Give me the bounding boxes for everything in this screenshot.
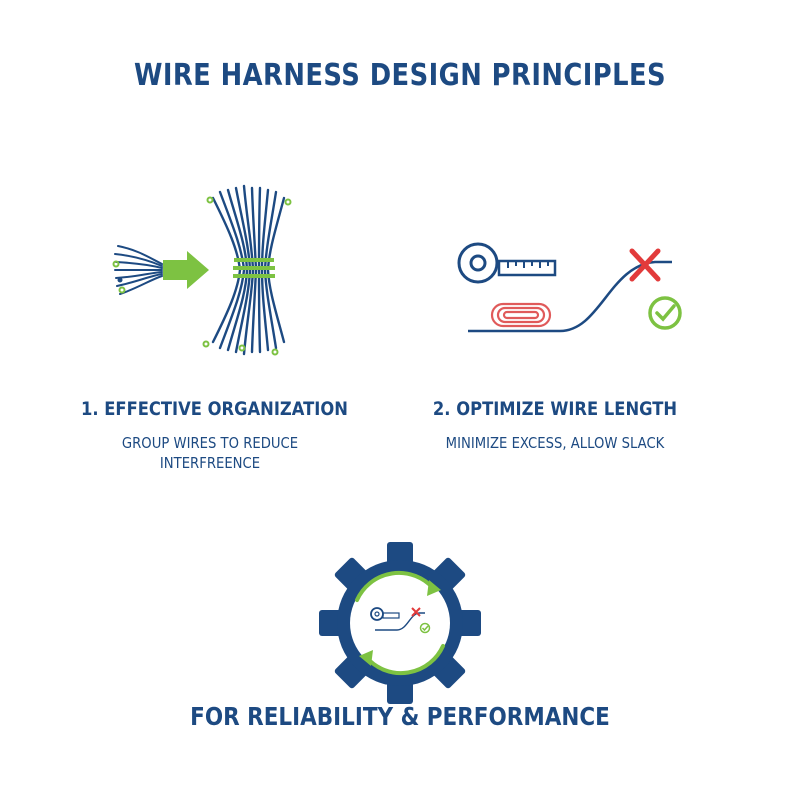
description-line: INTERFREENCE bbox=[159, 454, 261, 472]
principle-heading-2: 2. OPTIMIZE WIRE LENGTH bbox=[432, 398, 678, 420]
cable-ties bbox=[233, 258, 275, 278]
cycle-arrowheads bbox=[359, 580, 441, 666]
page-title: WIRE HARNESS DESIGN PRINCIPLES bbox=[133, 58, 667, 93]
principle-heading-1: 1. EFFECTIVE ORGANIZATION bbox=[81, 398, 348, 420]
arrow-right-icon bbox=[163, 251, 209, 289]
coiled-wire-icon bbox=[490, 302, 552, 328]
principle-description-1: GROUP WIRES TO REDUCE INTERFREENCE bbox=[78, 433, 342, 473]
wire-end-dot bbox=[117, 277, 123, 283]
gear-center bbox=[350, 573, 450, 673]
cycle-arrows-icon bbox=[355, 570, 445, 676]
wire-end-dots bbox=[112, 260, 126, 294]
footer-tagline: FOR RELIABILITY & PERFORMANCE bbox=[190, 702, 610, 731]
organization-illustration bbox=[112, 184, 292, 356]
cross-icon bbox=[629, 248, 661, 282]
bundle-end-dots bbox=[202, 196, 292, 356]
gear-illustration bbox=[319, 542, 481, 704]
mini-wire-length-icon bbox=[370, 607, 431, 634]
wire-length-illustration bbox=[457, 242, 682, 333]
principle-description-2: MINIMIZE EXCESS, ALLOW SLACK bbox=[423, 433, 687, 453]
description-line: GROUP WIRES TO REDUCE bbox=[121, 434, 299, 452]
check-circle-icon bbox=[648, 296, 682, 330]
measuring-tape-icon bbox=[457, 242, 557, 284]
description-line: MINIMIZE EXCESS, ALLOW SLACK bbox=[445, 434, 665, 452]
